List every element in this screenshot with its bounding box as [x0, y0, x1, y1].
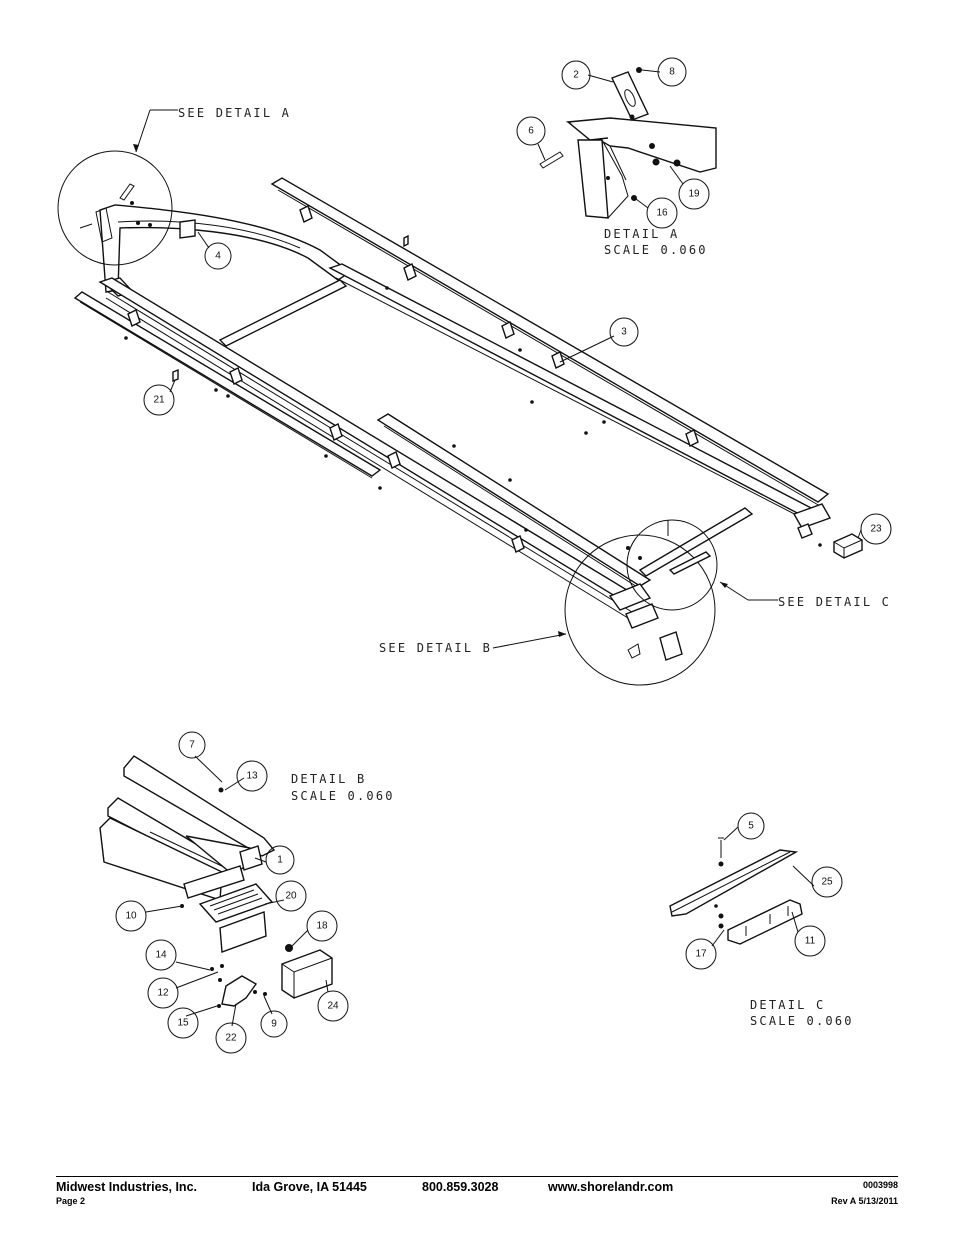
balloon-6: 6 — [516, 116, 546, 146]
svg-text:24: 24 — [327, 1001, 339, 1012]
item-balloons: 2 8 6 19 16 4 3 21 23 7 13 1 10 20 18 14… — [115, 57, 892, 1054]
detail-a-title: DETAIL A — [604, 227, 679, 241]
svg-text:23: 23 — [870, 524, 882, 535]
detail-c-callout: SEE DETAIL C — [626, 519, 891, 611]
trailer-frame-assembly — [73, 177, 863, 629]
detail-a-scale: SCALE 0.060 — [604, 243, 708, 257]
detail-b-drawing: DETAIL B SCALE 0.060 — [99, 755, 395, 1008]
balloon-17: 17 — [685, 938, 717, 970]
detail-a-drawing: DETAIL A SCALE 0.060 — [539, 67, 717, 257]
balloon-9: 9 — [260, 1010, 288, 1038]
detail-a-callout: SEE DETAIL A — [57, 106, 291, 266]
balloon-11: 11 — [794, 925, 826, 957]
svg-text:10: 10 — [125, 911, 137, 922]
balloon-4: 4 — [204, 242, 232, 270]
svg-text:4: 4 — [215, 251, 221, 262]
detail-c-scale: SCALE 0.060 — [750, 1014, 854, 1028]
balloon-24: 24 — [317, 990, 349, 1022]
balloon-10: 10 — [115, 900, 147, 932]
balloon-25: 25 — [811, 866, 843, 898]
detail-b-title: DETAIL B — [291, 772, 366, 786]
balloon-16: 16 — [646, 197, 678, 229]
svg-text:17: 17 — [695, 949, 707, 960]
svg-text:1: 1 — [277, 855, 283, 866]
footer-revision: Rev A 5/13/2011 — [831, 1196, 898, 1206]
balloon-22: 22 — [215, 1022, 247, 1054]
footer-doc-number: 0003998 — [862, 1180, 898, 1190]
balloon-14: 14 — [145, 939, 177, 971]
balloon-21: 21 — [143, 384, 175, 416]
svg-text:13: 13 — [246, 771, 258, 782]
balloon-12: 12 — [147, 977, 179, 1009]
svg-text:9: 9 — [271, 1019, 277, 1030]
detail-b-callout: SEE DETAIL B — [379, 534, 716, 686]
svg-text:14: 14 — [155, 950, 167, 961]
svg-text:7: 7 — [189, 740, 195, 751]
svg-text:19: 19 — [688, 189, 700, 200]
footer-company: Midwest Industries, Inc. — [56, 1180, 197, 1194]
svg-text:15: 15 — [177, 1018, 189, 1029]
balloon-19: 19 — [678, 178, 710, 210]
balloon-7: 7 — [178, 731, 206, 759]
footer-page-number: Page 2 — [56, 1196, 86, 1206]
detail-c-title: DETAIL C — [750, 998, 825, 1012]
svg-text:2: 2 — [573, 70, 579, 81]
svg-text:12: 12 — [157, 988, 169, 999]
svg-text:16: 16 — [656, 208, 668, 219]
svg-text:6: 6 — [528, 126, 534, 137]
balloon-3: 3 — [609, 317, 639, 347]
svg-text:11: 11 — [805, 936, 816, 947]
balloon-20: 20 — [275, 880, 307, 912]
see-detail-b-label: SEE DETAIL B — [379, 641, 492, 655]
balloon-15: 15 — [167, 1007, 199, 1039]
svg-text:25: 25 — [821, 877, 833, 888]
balloon-8: 8 — [657, 57, 687, 87]
balloon-1: 1 — [265, 845, 295, 875]
svg-text:18: 18 — [316, 921, 328, 932]
balloon-18: 18 — [306, 910, 338, 942]
svg-text:21: 21 — [153, 395, 165, 406]
footer-website: www.shorelandr.com — [548, 1180, 674, 1194]
footer-phone: 800.859.3028 — [422, 1180, 499, 1194]
see-detail-c-label: SEE DETAIL C — [778, 595, 891, 609]
svg-text:3: 3 — [621, 327, 627, 338]
svg-text:8: 8 — [669, 67, 675, 78]
see-detail-a-label: SEE DETAIL A — [178, 106, 291, 120]
balloon-leaders — [145, 69, 862, 1027]
detail-b-scale: SCALE 0.060 — [291, 789, 395, 803]
page-footer: Midwest Industries, Inc. Ida Grove, IA 5… — [56, 1176, 898, 1206]
balloon-23: 23 — [860, 513, 892, 545]
svg-text:22: 22 — [225, 1033, 237, 1044]
balloon-13: 13 — [236, 760, 268, 792]
footer-location: Ida Grove, IA 51445 — [252, 1180, 367, 1194]
svg-text:5: 5 — [748, 821, 754, 832]
balloon-5: 5 — [737, 812, 765, 840]
detail-c-drawing: DETAIL C SCALE 0.060 — [669, 837, 854, 1028]
balloon-2: 2 — [561, 60, 591, 90]
svg-text:20: 20 — [285, 891, 297, 902]
